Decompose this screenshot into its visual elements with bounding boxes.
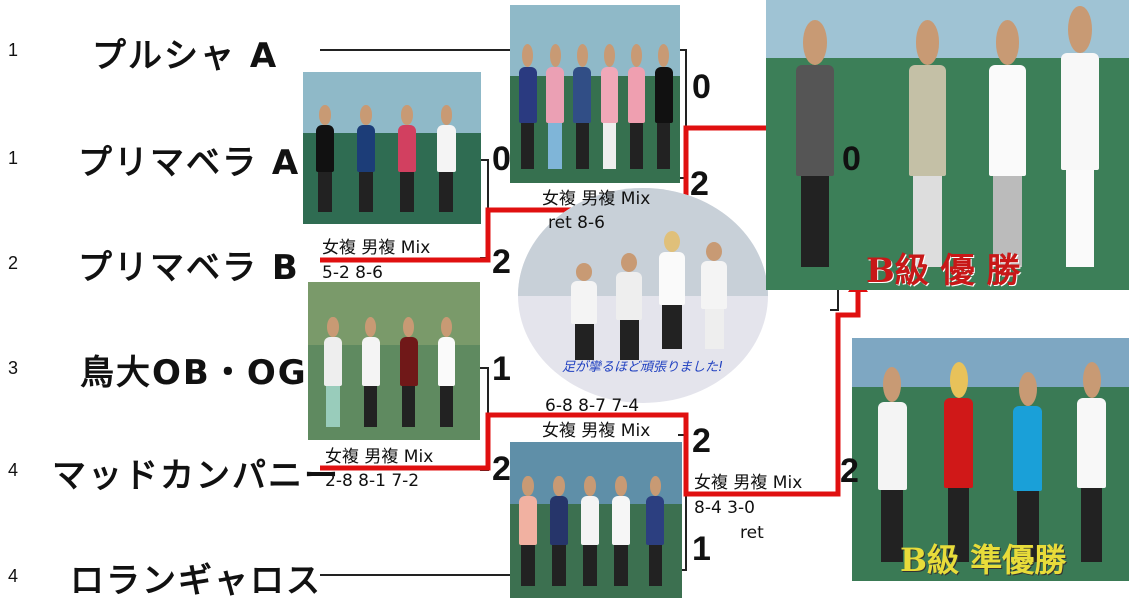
winner-path-r1-m2 [320,290,861,497]
team-photo-roland-garros [510,442,682,598]
winner-photo [766,0,1129,290]
seed-1: 1 [8,40,19,60]
final-header: 女複 男複 Mix [694,473,803,493]
team-name-6: ロランギャロス [70,561,322,601]
r1-m1-results: 5-2 8-6 [322,263,383,283]
semi2-score-top: 2 [692,422,711,460]
seed-4: 3 [8,358,19,378]
seed-6: 4 [8,566,19,586]
semi1-score-bottom: 2 [690,165,709,203]
team-photo-purusha-a [510,5,680,183]
team-name-1: プルシャ A [92,36,279,76]
oval-photo-caption: 足が攣るほど頑張りました! [562,360,724,375]
seed-3: 2 [8,253,19,273]
bracket-semi1 [678,49,687,179]
final-results-2: ret [740,523,764,543]
semi1-score-top: 0 [692,68,711,106]
semi1-results: ret 8-6 [548,213,605,233]
team-name-2: プリマベラ A [78,143,301,183]
oval-photo-group [518,188,768,403]
semi2-results: 6-8 8-7 7-4 [545,396,640,416]
final-results-1: 8-4 3-0 [694,498,755,518]
r1-m1-header: 女複 男複 Mix [322,238,431,258]
winner-caption: B級 優 勝 [866,251,1021,291]
team-photo-primavera-a [303,72,481,224]
final-score-top: 0 [842,140,861,178]
r1-m2-score-bottom: 2 [492,450,511,488]
seed-2: 1 [8,148,19,168]
team-photo-tottori-ob-og [308,282,480,440]
semi2-header: 女複 男複 Mix [542,421,651,441]
semi1-header: 女複 男複 Mix [542,189,651,209]
final-score-bottom: 2 [840,452,859,490]
bracket-semi2 [678,434,687,571]
runner-up-photo [852,338,1129,581]
team-name-4: 鳥大OB・OG [80,353,308,393]
semi2-score-bottom: 1 [692,530,711,568]
seed-5: 4 [8,460,19,480]
team-name-5: マッドカンパニー [52,456,340,496]
r1-m1-score-top: 0 [492,140,511,178]
r1-m2-score-top: 1 [492,350,511,388]
r1-m1-score-bottom: 2 [492,243,511,281]
r1-m2-results: 2-8 8-1 7-2 [325,471,420,491]
team-name-3: プリマベラ B [78,248,300,288]
runner-up-caption: B級 準優勝 [900,541,1067,579]
r1-m2-header: 女複 男複 Mix [325,447,434,467]
